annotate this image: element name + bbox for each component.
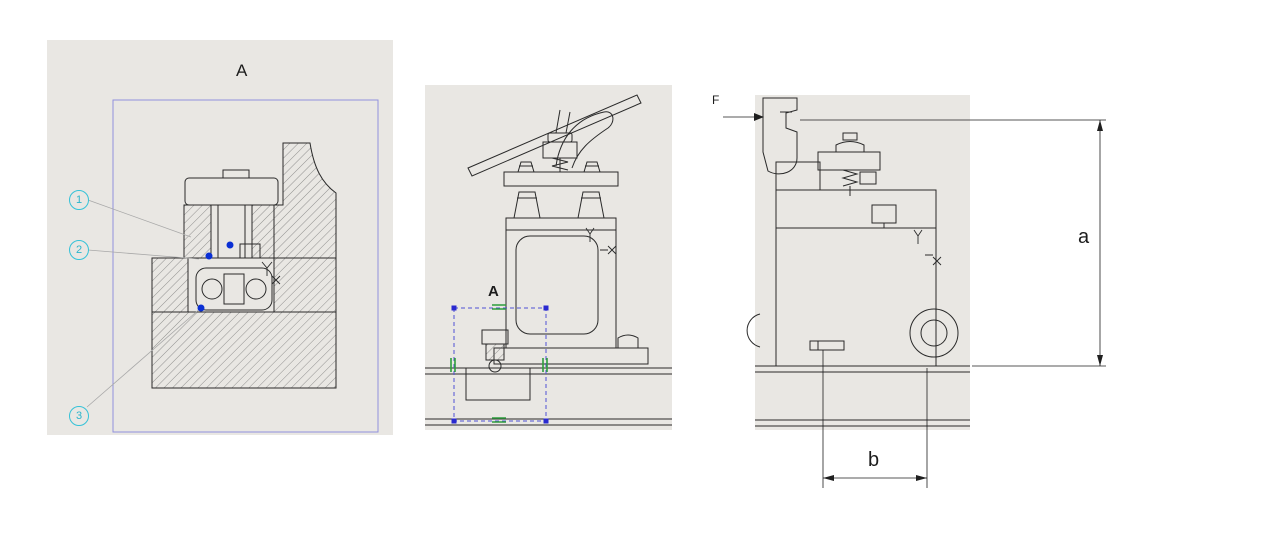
callout-number: 2 [75, 243, 83, 256]
selection-frame[interactable] [112, 99, 379, 433]
detail-view-drawing[interactable] [47, 40, 393, 435]
force-label: F [712, 93, 720, 107]
side-view-drawing[interactable] [425, 85, 672, 430]
width-dimension-label: b [868, 449, 880, 471]
callout-number: 1 [75, 193, 83, 206]
front-view-drawing[interactable] [705, 90, 1115, 495]
dimension-annotations[interactable] [723, 113, 1106, 488]
reference-points[interactable] [197, 241, 234, 312]
height-dimension-label: a [1078, 226, 1090, 248]
machine-geometry[interactable] [746, 97, 970, 427]
front-view-background [755, 95, 970, 430]
section-geometry[interactable] [151, 142, 337, 389]
callout-number: 3 [75, 409, 83, 422]
selection-handles[interactable] [451, 305, 549, 424]
constraint-marks [450, 304, 548, 423]
callout-balloon-3[interactable]: 3 [69, 406, 89, 426]
detail-view-label: A [236, 61, 248, 80]
machine-geometry[interactable] [425, 94, 672, 426]
selection-box[interactable] [450, 304, 549, 424]
callout-balloon-1[interactable]: 1 [69, 190, 89, 210]
side-view-section-label: A [488, 283, 499, 300]
callout-balloon-2[interactable]: 2 [69, 240, 89, 260]
callout-leader-lines [86, 199, 203, 408]
